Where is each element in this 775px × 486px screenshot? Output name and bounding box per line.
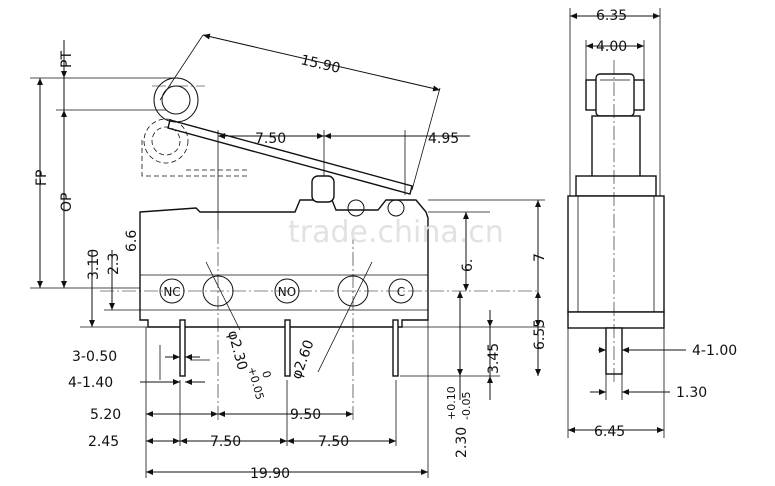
pin-label-no: NO (278, 285, 296, 299)
front-view: NC NO C 15.90 7.50 4.95 FP (30, 33, 548, 482)
dim-pin-pitch-top: 7.50 (255, 131, 286, 147)
pin-no (284, 319, 291, 377)
dim-label-fp: FP (34, 170, 50, 187)
dim-overall-width: 19.90 (250, 466, 290, 482)
dim-side-pin-thickness: 1.30 (676, 385, 707, 401)
plunger (311, 175, 335, 203)
dim-pin-spacing-1: 7.50 (210, 434, 241, 450)
dim-hole-a: φ2.30 (224, 329, 250, 372)
dim-pin-thickness: 4-1.40 (68, 375, 113, 391)
dim-left-310: 3.10 (86, 249, 102, 280)
dim-label-pt: PT (59, 51, 75, 68)
dim-pitch-520: 5.20 (90, 407, 121, 423)
dim-actuator-offset: 4.95 (428, 131, 459, 147)
dim-pitch-950: 9.50 (290, 407, 321, 423)
side-view: 6.35 4.00 4-1.00 1.30 6.45 (567, 8, 737, 440)
dim-side-bottom-width: 6.45 (594, 424, 625, 440)
roller (153, 77, 199, 123)
dim-edge-245: 2.45 (88, 434, 119, 450)
dim-bottom-offset: 2.30 (454, 427, 470, 458)
lever-arm (167, 119, 413, 195)
pin-c (392, 319, 399, 377)
dim-hole-a-tol-minus: 0 (259, 369, 273, 379)
dim-pin-length: 3.45 (486, 343, 502, 374)
dim-side-top-outer: 6.35 (596, 8, 627, 24)
dim-hole-b: φ2.60 (289, 338, 318, 381)
dim-hole-height: 6.55 (532, 319, 548, 350)
watermark: trade.china.cn (288, 215, 504, 250)
dim-side-pin-width: 4-1.00 (692, 343, 737, 359)
pin-label-c: C (397, 285, 405, 299)
dim-bottom-tol-minus: -0.05 (460, 392, 473, 420)
dim-lever-length: 15.90 (299, 52, 342, 77)
side-body (567, 195, 665, 313)
dim-pin-spacing-2: 7.50 (318, 434, 349, 450)
roller-pressed (143, 118, 189, 164)
dim-left-66: 6.6 (124, 230, 140, 252)
dim-height-partial-a: 6. (460, 259, 476, 272)
dim-pin-width: 3-0.50 (72, 349, 117, 365)
pin-nc (179, 319, 186, 377)
dim-height-partial-b: 7 (532, 253, 548, 262)
dim-left-23: 2.3 (106, 253, 122, 275)
pin-label-nc: NC (163, 285, 180, 299)
dim-label-op: OP (59, 193, 75, 212)
dim-side-top-inner: 4.00 (596, 39, 627, 55)
dim-bottom-tol-plus: +0.10 (445, 386, 458, 420)
